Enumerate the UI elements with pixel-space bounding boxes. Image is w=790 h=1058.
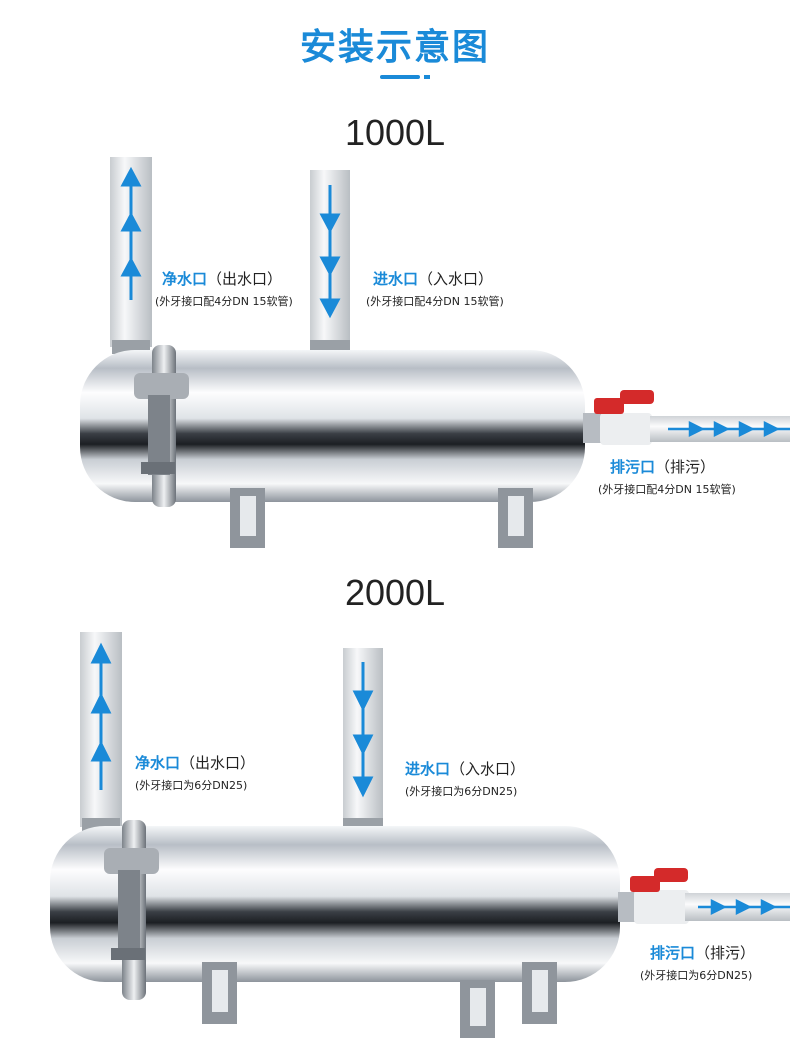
title-underline [380, 75, 420, 79]
up-arrows-1000 [120, 166, 142, 300]
outlet-label-1000: 净水口（出水口） (外牙接口配4分DN 15软管) [155, 268, 293, 309]
outlet-name-1000: 净水口 [162, 270, 208, 288]
inlet-label-2000: 进水口（入水口） (外牙接口为6分DN25) [405, 758, 525, 799]
drain-valve-1000 [594, 398, 624, 414]
title-underline-dot [424, 75, 430, 79]
inlet-label-1000: 进水口（入水口） (外牙接口配4分DN 15软管) [366, 268, 504, 309]
drain-spec-1000: (外牙接口配4分DN 15软管) [598, 483, 736, 496]
drain-paren-2000: （排污） [695, 944, 756, 962]
model-1000-title: 1000L [344, 112, 446, 153]
model-2000-title: 2000L [344, 572, 446, 613]
inlet-spec-2000: (外牙接口为6分DN25) [405, 785, 518, 798]
drain-spec-2000: (外牙接口为6分DN25) [640, 969, 753, 982]
outlet-name-2000: 净水口 [135, 754, 181, 772]
right-arrows-1000 [668, 420, 790, 438]
drain-name-1000: 排污口 [610, 458, 656, 476]
inlet-paren-1000: （入水口） [418, 270, 494, 288]
drain-valve-2000 [630, 876, 660, 892]
down-arrows-1000 [319, 185, 341, 319]
right-arrows-2000 [698, 898, 790, 916]
drain-label-1000: 排污口（排污） (外牙接口配4分DN 15软管) [598, 456, 736, 497]
page-title: 安装示意图 [299, 27, 490, 68]
outlet-spec-2000: (外牙接口为6分DN25) [135, 779, 248, 792]
drain-paren-1000: （排污） [655, 458, 716, 476]
inlet-paren-2000: （入水口） [450, 760, 526, 778]
tank-2000 [50, 826, 620, 982]
down-arrows-2000 [352, 662, 374, 798]
inlet-name-2000: 进水口 [405, 760, 451, 778]
inlet-name-1000: 进水口 [373, 270, 419, 288]
outlet-spec-1000: (外牙接口配4分DN 15软管) [155, 295, 293, 308]
outlet-paren-1000: （出水口） [207, 270, 283, 288]
unit-2000-drawing [50, 632, 790, 1038]
tank-1000 [80, 350, 585, 502]
inlet-spec-1000: (外牙接口配4分DN 15软管) [366, 295, 504, 308]
up-arrows-2000 [90, 642, 112, 790]
unit-1000-drawing [80, 157, 790, 548]
drain-label-2000: 排污口（排污） (外牙接口为6分DN25) [640, 942, 756, 983]
drain-name-2000: 排污口 [650, 944, 696, 962]
outlet-paren-2000: （出水口） [180, 754, 256, 772]
outlet-label-2000: 净水口（出水口） (外牙接口为6分DN25) [135, 752, 255, 793]
